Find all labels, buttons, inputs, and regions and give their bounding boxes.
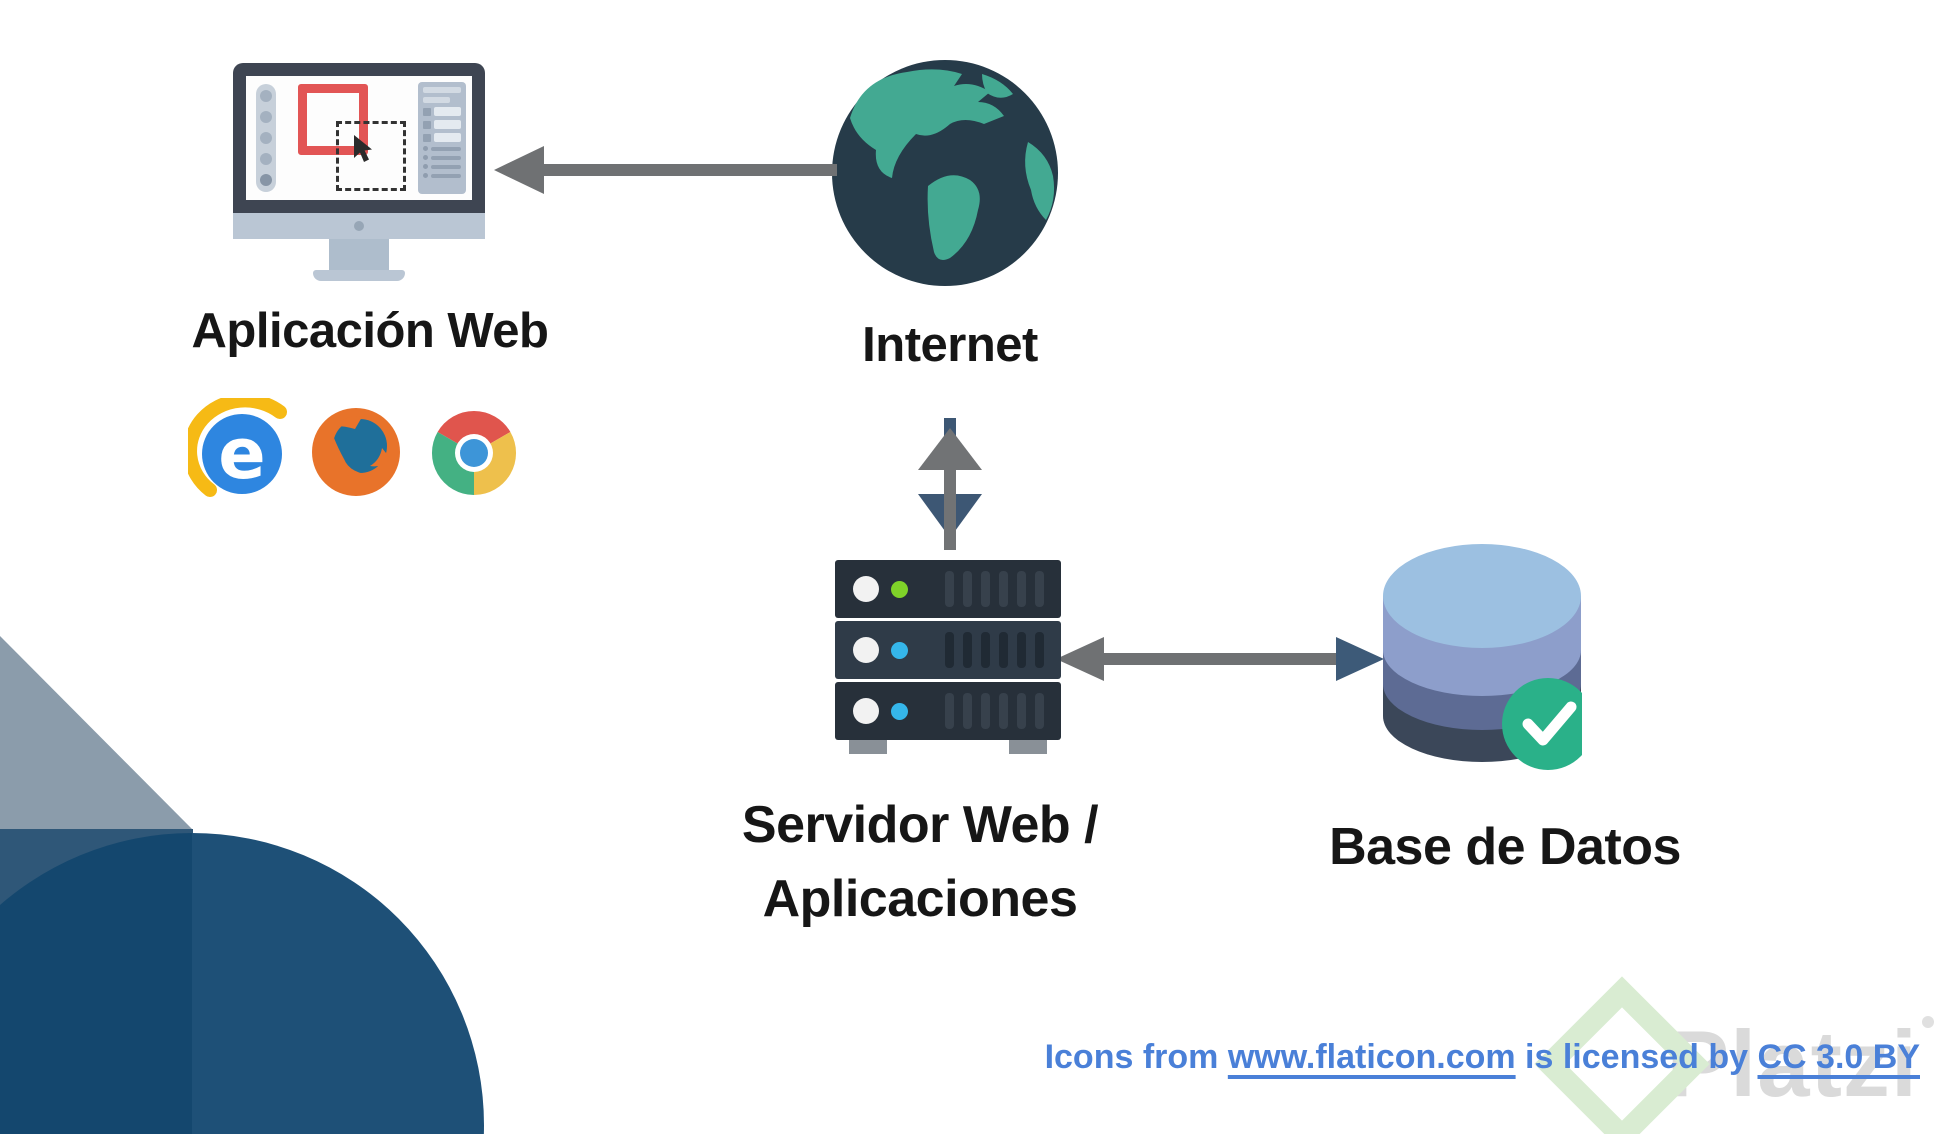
- server-foot: [849, 740, 887, 754]
- server-rack-icon: [835, 560, 1061, 756]
- attribution-prefix: Icons from: [1044, 1038, 1228, 1076]
- server-label-line2: Aplicaciones: [762, 870, 1078, 928]
- corner-decoration-triangle: [0, 636, 193, 830]
- server-unit: [835, 621, 1061, 679]
- design-toolbar-icon: [256, 84, 276, 192]
- firefox-icon: [300, 396, 412, 513]
- monitor-frame: [233, 63, 485, 213]
- server-label-line1: Servidor Web /: [741, 796, 1099, 854]
- monitor-icon: [233, 63, 485, 281]
- corner-decoration-circle: [0, 833, 484, 1134]
- internet-explorer-icon: e: [183, 393, 296, 511]
- platzi-watermark-text: Platzi: [1666, 1011, 1918, 1116]
- flaticon-link[interactable]: www.flaticon.com: [1227, 1038, 1516, 1076]
- chrome-icon: [420, 399, 528, 512]
- attribution-footer: Icons from www.flaticon.com is licensed …: [1045, 1038, 1920, 1077]
- server-label: Servidor Web / Aplicaciones: [660, 788, 1180, 936]
- database-label: Base de Datos: [1329, 818, 1681, 876]
- server-unit: [835, 560, 1061, 618]
- database-icon: [1382, 540, 1594, 777]
- dashed-selection-shape: [336, 121, 406, 191]
- monitor-screen: [246, 76, 472, 200]
- monitor-base: [313, 270, 405, 281]
- arrow-internet-server-bidirectional: [912, 416, 988, 555]
- properties-panel-icon: [418, 82, 466, 194]
- check-icon: [1502, 678, 1594, 770]
- arrow-server-db-bidirectional: [1054, 630, 1386, 693]
- arrow-internet-to-webapp: [492, 140, 838, 205]
- web-app-label: Aplicación Web: [191, 304, 549, 358]
- internet-label: Internet: [862, 318, 1038, 372]
- platzi-watermark: Platzi: [1534, 976, 1934, 1134]
- server-unit: [835, 682, 1061, 740]
- monitor-stand: [329, 239, 389, 270]
- registered-mark-icon: [1922, 1016, 1934, 1028]
- cc-license-link[interactable]: CC 3.0 BY: [1757, 1038, 1921, 1076]
- globe-icon: [832, 58, 1058, 293]
- monitor-chin: [233, 213, 485, 239]
- server-foot: [1009, 740, 1047, 754]
- attribution-middle: is licensed by: [1515, 1038, 1758, 1076]
- svg-text:e: e: [218, 413, 265, 495]
- red-square-shape: [298, 84, 368, 155]
- cursor-icon: [352, 134, 376, 169]
